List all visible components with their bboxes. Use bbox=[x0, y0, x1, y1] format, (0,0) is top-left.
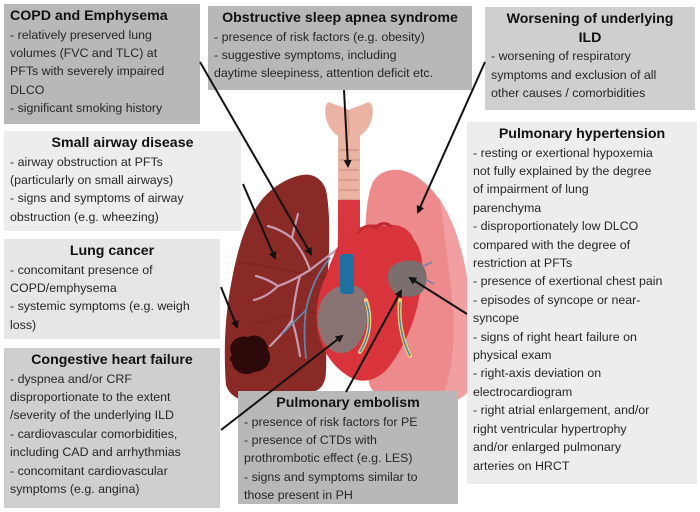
chf-title: Congestive heart failure bbox=[31, 352, 193, 368]
chf-line: - concomitant cardiovascular bbox=[10, 463, 168, 478]
chf-line: - dyspnea and/or CRF bbox=[10, 371, 132, 386]
osas-box: Obstructive sleep apnea syndrome - prese… bbox=[208, 6, 472, 90]
chf-line: disproportionate to the extent bbox=[10, 390, 171, 404]
ph-line: - right atrial enlargement, and/or bbox=[473, 403, 650, 418]
ph-line: not fully explained by the degree bbox=[473, 164, 652, 178]
ph-line: - presence of exertional chest pain bbox=[473, 274, 663, 289]
pe-line: - signs and symptoms similar to bbox=[244, 469, 418, 484]
lung-cancer-box: Lung cancer - concomitant presence of CO… bbox=[4, 239, 220, 339]
copd-line: - significant smoking history bbox=[10, 101, 163, 116]
copd-line: PFTs with severely impaired bbox=[10, 64, 165, 79]
copd-emphysema-box: COPD and Emphysema - relatively preserve… bbox=[4, 4, 200, 124]
lung-cancer-line: loss) bbox=[10, 317, 37, 332]
small-airway-line: - signs and symptoms of airway bbox=[10, 191, 184, 206]
ph-line: - disproportionately low DLCO bbox=[473, 219, 639, 234]
osas-line: - suggestive symptoms, including bbox=[214, 48, 397, 62]
lung-cancer-line: - concomitant presence of bbox=[10, 262, 153, 277]
ph-line: compared with the degree of bbox=[473, 237, 631, 252]
lung-cancer-line: COPD/emphysema bbox=[10, 281, 117, 295]
osas-line: daytime sleepiness, attention deficit et… bbox=[214, 66, 434, 81]
osas-line: - presence of risk factors (e.g. obesity… bbox=[214, 29, 425, 44]
ph-line: arteries on HRCT bbox=[473, 458, 570, 473]
ph-title: Pulmonary hypertension bbox=[498, 126, 666, 142]
small-airway-disease-box: Small airway disease - airway obstructio… bbox=[4, 131, 241, 231]
congestive-heart-failure-box: Congestive heart failure - dyspnea and/o… bbox=[4, 348, 220, 508]
copd-line: DLCO bbox=[10, 82, 45, 97]
small-airway-line: obstruction (e.g. wheezing) bbox=[10, 209, 159, 224]
ild-title-line2: ILD bbox=[578, 29, 602, 46]
ild-line: symptoms and exclusion of all bbox=[491, 67, 657, 82]
ph-line: syncope bbox=[473, 311, 520, 326]
small-airway-title: Small airway disease bbox=[51, 135, 194, 151]
ph-line: and/or enlarged pulmonary bbox=[473, 440, 622, 455]
ph-line: restriction at PFTs bbox=[473, 256, 573, 271]
ph-line: electrocardiogram bbox=[473, 384, 573, 399]
pulmonary-embolism-box: Pulmonary embolism - presence of risk fa… bbox=[238, 391, 458, 504]
ph-line: - resting or exertional hypoxemia bbox=[473, 145, 653, 160]
pe-line: - presence of risk factors for PE bbox=[244, 414, 418, 429]
ild-title-line1: Worsening of underlying bbox=[506, 11, 674, 27]
small-airway-line: (particularly on small airways) bbox=[10, 173, 174, 187]
lung-cancer-line: - systemic symptoms (e.g. weigh bbox=[10, 299, 190, 314]
pe-line: prothrombotic effect (e.g. LES) bbox=[244, 451, 413, 466]
pe-line: - presence of CTDs with bbox=[244, 433, 377, 447]
ild-worsening-box: Worsening of underlying ILD - worsening … bbox=[485, 7, 695, 110]
ild-line: - worsening of respiratory bbox=[491, 49, 631, 64]
pulmonary-hypertension-box: Pulmonary hypertension - resting or exer… bbox=[467, 122, 697, 484]
ph-line: - episodes of syncope or near- bbox=[473, 292, 641, 307]
chf-line: /severity of the underlying ILD bbox=[10, 408, 174, 423]
pe-title: Pulmonary embolism bbox=[276, 395, 420, 411]
chf-line: - cardiovascular comorbidities, bbox=[10, 426, 178, 441]
chf-line: symptoms (e.g. angina) bbox=[10, 482, 140, 497]
ph-line: of impairment of lung bbox=[473, 182, 589, 197]
copd-line: - relatively preserved lung bbox=[10, 27, 152, 42]
chf-line: including CAD and arrhythmias bbox=[10, 445, 181, 460]
copd-line: volumes (FVC and TLC) at bbox=[10, 46, 158, 60]
osas-title: Obstructive sleep apnea syndrome bbox=[222, 10, 458, 26]
ph-line: - right-axis deviation on bbox=[473, 366, 602, 381]
copd-title: COPD and Emphysema bbox=[10, 8, 168, 24]
ph-line: parenchyma bbox=[473, 200, 542, 215]
ph-line: physical exam bbox=[473, 348, 552, 363]
ild-line: other causes / comorbidities bbox=[491, 86, 646, 100]
small-airway-line: - airway obstruction at PFTs bbox=[10, 154, 163, 169]
ph-line: right ventricular hypertrophy bbox=[473, 421, 627, 436]
pe-line: those present in PH bbox=[244, 488, 353, 503]
lung-cancer-title: Lung cancer bbox=[69, 243, 155, 259]
ph-line: - signs of right heart failure on bbox=[473, 329, 637, 344]
